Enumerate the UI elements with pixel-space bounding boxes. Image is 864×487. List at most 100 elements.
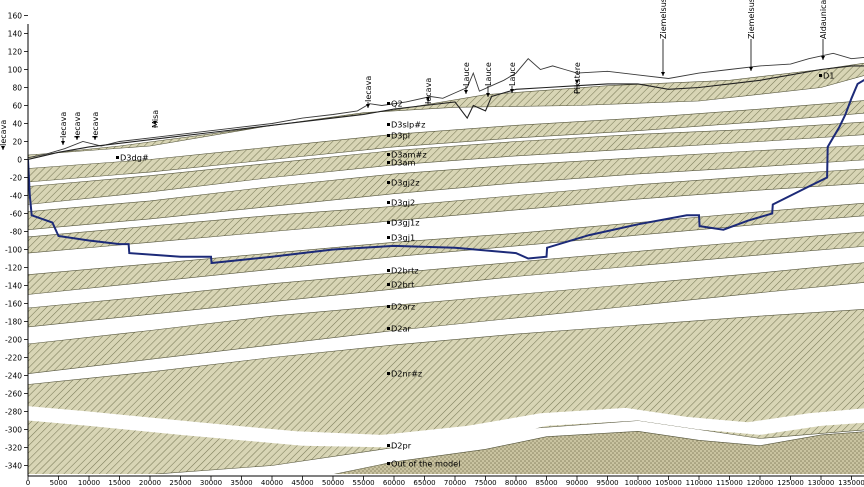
river-marker: Lauce xyxy=(462,62,471,94)
x-tick-label: 0 xyxy=(26,479,30,487)
y-tick-label: 40 xyxy=(12,120,22,129)
y-tick-label: -80 xyxy=(10,228,22,237)
layer-label-marker xyxy=(387,236,390,239)
river-marker: Ziemelsuseja xyxy=(747,0,756,71)
river-label: Iecava xyxy=(59,112,68,138)
layer-label-marker xyxy=(116,156,119,159)
river-label: Aldaunica xyxy=(819,0,828,39)
layer-label-marker xyxy=(387,327,390,330)
y-tick-label: -300 xyxy=(5,426,22,435)
x-tick-label: 10000 xyxy=(78,479,100,487)
y-tick-label: 120 xyxy=(8,48,23,57)
layer-label-marker xyxy=(387,372,390,375)
band-d2nr xyxy=(28,262,864,375)
y-tick-label: -100 xyxy=(5,246,22,255)
x-tick-label: 100000 xyxy=(625,479,652,487)
x-tick-label: 80000 xyxy=(505,479,527,487)
x-tick-label: 5000 xyxy=(50,479,68,487)
x-tick-label: 110000 xyxy=(686,479,713,487)
band-d3gj1z xyxy=(28,168,864,254)
surface-lines xyxy=(28,52,864,265)
x-tick-label: 40000 xyxy=(261,479,283,487)
x-tick-label: 95000 xyxy=(596,479,618,487)
x-tick-label: 15000 xyxy=(108,479,130,487)
river-marker: Ziemelsuseja xyxy=(659,0,668,76)
layer-label: D2nr#z xyxy=(391,369,422,379)
axes: 160140120100806040200-20-40-60-80-100-12… xyxy=(5,12,864,487)
layer-label: D3dg# xyxy=(120,153,149,163)
layer-label: D3gj2z xyxy=(391,178,420,188)
layer-label: D2brt xyxy=(391,280,415,290)
x-tick-label: 25000 xyxy=(169,479,191,487)
layer-label-marker xyxy=(387,462,390,465)
band-d2arz xyxy=(28,231,864,328)
river-marker: Iecava xyxy=(0,120,8,150)
y-tick-label: -280 xyxy=(5,408,22,417)
y-tick-label: 0 xyxy=(17,156,22,165)
layer-label-marker xyxy=(387,134,390,137)
layer-label-marker xyxy=(387,283,390,286)
terrain-line-lower xyxy=(28,65,864,161)
y-tick-label: -260 xyxy=(5,390,22,399)
y-tick-label: -200 xyxy=(5,336,22,345)
layer-label: D3gj1z xyxy=(391,218,420,228)
layer-label: D3am xyxy=(391,158,416,168)
y-tick-label: 100 xyxy=(8,66,23,75)
river-label: Misa xyxy=(151,110,160,128)
layer-label-marker xyxy=(387,201,390,204)
x-tick-label: 50000 xyxy=(322,479,344,487)
layer-label: D2ar xyxy=(391,324,412,334)
layer-label: D2arz xyxy=(391,302,415,312)
x-tick-label: 90000 xyxy=(566,479,588,487)
layer-label: D2brtz xyxy=(391,266,419,276)
river-label: Pikstere xyxy=(573,62,582,94)
x-tick-label: 30000 xyxy=(200,479,222,487)
layer-label: Q2 xyxy=(391,99,403,109)
x-tick-label: 70000 xyxy=(444,479,466,487)
river-label: Iecava xyxy=(73,112,82,138)
layer-label: D3slp#z xyxy=(391,120,425,130)
y-tick-label: -140 xyxy=(5,282,22,291)
layer-label: D3gj1 xyxy=(391,233,415,243)
band-d2brtz xyxy=(28,202,864,295)
y-tick-label: -40 xyxy=(10,192,22,201)
y-tick-label: -240 xyxy=(5,372,22,381)
river-marker: Lauce xyxy=(484,62,493,97)
band-out-of-model xyxy=(333,430,864,474)
river-marker: Lauce xyxy=(508,62,517,93)
river-marker: Iecava xyxy=(424,78,433,104)
river-label: Iecava xyxy=(0,120,8,146)
river-marker: Pikstere xyxy=(573,62,582,94)
layer-label-marker xyxy=(387,444,390,447)
river-marker: Iecava xyxy=(364,76,373,108)
band-d3gj2z xyxy=(28,145,864,231)
band-d3am xyxy=(28,121,864,205)
x-tick-label: 45000 xyxy=(291,479,313,487)
y-tick-label: -220 xyxy=(5,354,22,363)
layer-label: D1 xyxy=(823,71,835,81)
x-tick-label: 85000 xyxy=(535,479,557,487)
layer-label-marker xyxy=(387,161,390,164)
layer-label-marker xyxy=(387,305,390,308)
x-tick-label: 125000 xyxy=(777,479,804,487)
x-tick-label: 115000 xyxy=(716,479,743,487)
x-tick-label: 135000 xyxy=(838,479,864,487)
y-tick-label: -340 xyxy=(5,462,22,471)
river-marker: Iecava xyxy=(91,112,100,140)
x-tick-label: 35000 xyxy=(230,479,252,487)
layer-label-marker xyxy=(387,269,390,272)
y-tick-label: 140 xyxy=(8,30,23,39)
layer-label-marker xyxy=(387,181,390,184)
band-d3pl xyxy=(28,100,864,183)
layer-label: D3gj2 xyxy=(391,198,415,208)
x-tick-label: 20000 xyxy=(139,479,161,487)
y-tick-label: -60 xyxy=(10,210,22,219)
layer-label-marker xyxy=(387,123,390,126)
river-label: Lauce xyxy=(484,62,493,86)
y-tick-label: -120 xyxy=(5,264,22,273)
x-tick-label: 65000 xyxy=(413,479,435,487)
x-tick-label: 60000 xyxy=(383,479,405,487)
river-label: Iecava xyxy=(91,112,100,138)
layer-label: Out of the model xyxy=(391,459,460,469)
